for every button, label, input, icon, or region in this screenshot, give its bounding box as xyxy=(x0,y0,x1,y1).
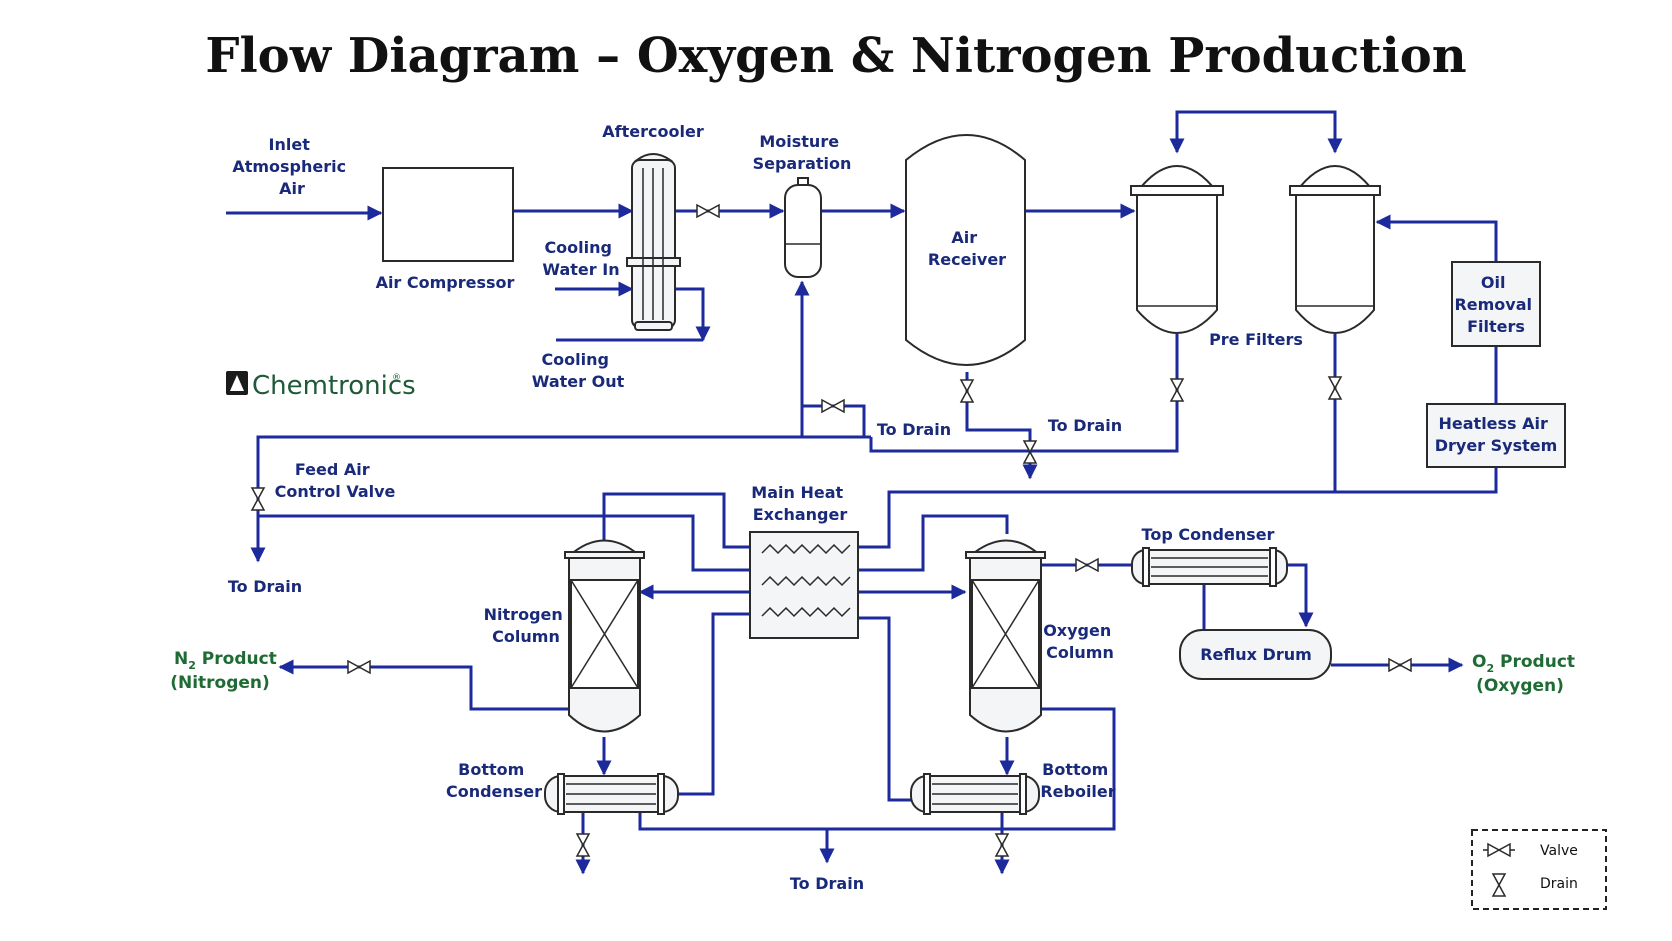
drain-valve-receiver xyxy=(960,379,974,403)
label-moisture-separation: Moisture Separation xyxy=(753,132,852,173)
label-main-heat-exchanger: Main Heat Exchanger xyxy=(751,483,848,524)
moisture-separator xyxy=(784,177,822,278)
aftercooler-unit xyxy=(626,153,681,331)
label-o2-name: (Oxygen) xyxy=(1476,676,1564,696)
pipe-tc-to-drum xyxy=(1287,563,1314,628)
air-receiver xyxy=(905,134,1026,366)
legend: Valve Drain xyxy=(1471,829,1607,910)
drain-valve-condenser xyxy=(576,833,590,857)
label-air-compressor: Air Compressor xyxy=(376,273,515,292)
label-to-drain-bottom: To Drain xyxy=(790,874,864,893)
label-to-drain-prefilter: To Drain xyxy=(1048,416,1122,435)
label-pre-filters: Pre Filters xyxy=(1209,330,1303,349)
pipe-o2-top xyxy=(858,514,1009,572)
oil-removal-filters xyxy=(1451,261,1541,347)
air-compressor xyxy=(382,167,514,262)
pre-filter-2 xyxy=(1289,165,1381,334)
pipe-cooling-water-out xyxy=(675,287,711,342)
legend-drain-icon xyxy=(1492,873,1506,897)
pipe-mhe-to-bottom-condenser xyxy=(678,612,750,796)
label-oil-removal-filters: Oil Removal Filters xyxy=(1454,273,1537,336)
label-n2-product: N2 Product xyxy=(174,649,277,672)
label-feed-air-control-valve: Feed Air Control Valve xyxy=(275,460,396,501)
pipe-n2-product xyxy=(278,659,569,711)
registered-mark: ® xyxy=(392,373,401,383)
heatless-air-dryer xyxy=(1426,403,1566,468)
label-nitrogen-column: Nitrogen Column xyxy=(484,605,569,646)
label-inlet-air: Inlet Atmospheric Air xyxy=(232,135,351,198)
pipe-oil-removal-out xyxy=(1375,214,1498,262)
valve-o2-product xyxy=(1388,658,1412,672)
reflux-drum xyxy=(1179,629,1332,680)
pipe-moisture-bypass xyxy=(802,404,866,437)
label-bottom-reboiler: Bottom Reboiler xyxy=(1040,760,1115,801)
pipe-receiver-drain xyxy=(965,372,1038,480)
pipe-feed-air xyxy=(250,435,871,563)
drain-valve-reboiler xyxy=(995,833,1009,857)
drain-valve-prefilter-1 xyxy=(1170,378,1184,402)
labels: Inlet Atmospheric Air Air Compressor Aft… xyxy=(170,122,1575,893)
pipe-n2-top xyxy=(602,492,750,549)
label-o2-product: O2 Product xyxy=(1472,652,1575,675)
label-cooling-water-in: Cooling Water In xyxy=(542,238,619,279)
pipe-dryer-out xyxy=(858,467,1498,549)
label-reflux-drum: Reflux Drum xyxy=(1200,645,1312,664)
pipe-prefilter-loop xyxy=(1175,110,1343,154)
drain-valve-prefilter-2 xyxy=(1328,376,1342,400)
valve-aftercooler-out xyxy=(696,204,720,218)
brand-name: Chemtronics xyxy=(252,371,416,401)
pipes xyxy=(226,110,1498,875)
legend-drain-label: Drain xyxy=(1540,876,1578,892)
valve-moisture-bypass xyxy=(821,399,845,413)
label-top-condenser: Top Condenser xyxy=(1142,525,1275,544)
valve-n2-product xyxy=(347,660,371,674)
pre-filter-1 xyxy=(1130,165,1224,334)
label-air-receiver: Air Receiver xyxy=(928,228,1006,269)
main-heat-exchanger xyxy=(749,531,859,639)
brand-mark-icon xyxy=(226,371,248,395)
bottom-condenser xyxy=(544,773,679,815)
valve-top-condenser xyxy=(1075,558,1099,572)
label-to-drain-receiver: To Drain xyxy=(877,420,951,439)
page-title: Flow Diagram – Oxygen & Nitrogen Product… xyxy=(205,28,1466,84)
label-bottom-condenser: Bottom Condenser xyxy=(446,760,542,801)
pipe-reboiler-loop xyxy=(638,707,1116,831)
legend-valve-label: Valve xyxy=(1540,843,1578,859)
brand-logo: Chemtronics ® xyxy=(226,371,416,401)
label-cooling-water-out: Cooling Water Out xyxy=(532,350,625,391)
top-condenser xyxy=(1131,547,1288,587)
legend-valve-icon xyxy=(1483,843,1515,857)
pipe-mhe-to-bottom-reboiler xyxy=(858,616,911,802)
oxygen-column xyxy=(965,539,1046,733)
feed-air-control-valve xyxy=(251,487,265,511)
bottom-reboiler xyxy=(910,773,1040,815)
label-to-drain-feed: To Drain xyxy=(228,577,302,596)
label-heatless-air-dryer: Heatless Air Dryer System xyxy=(1435,414,1558,455)
label-oxygen-column: Oxygen Column xyxy=(1043,621,1117,662)
nitrogen-column xyxy=(564,539,645,733)
label-n2-name: (Nitrogen) xyxy=(170,673,270,693)
pipe-feed-to-mhe xyxy=(258,514,750,572)
label-aftercooler: Aftercooler xyxy=(602,122,704,141)
